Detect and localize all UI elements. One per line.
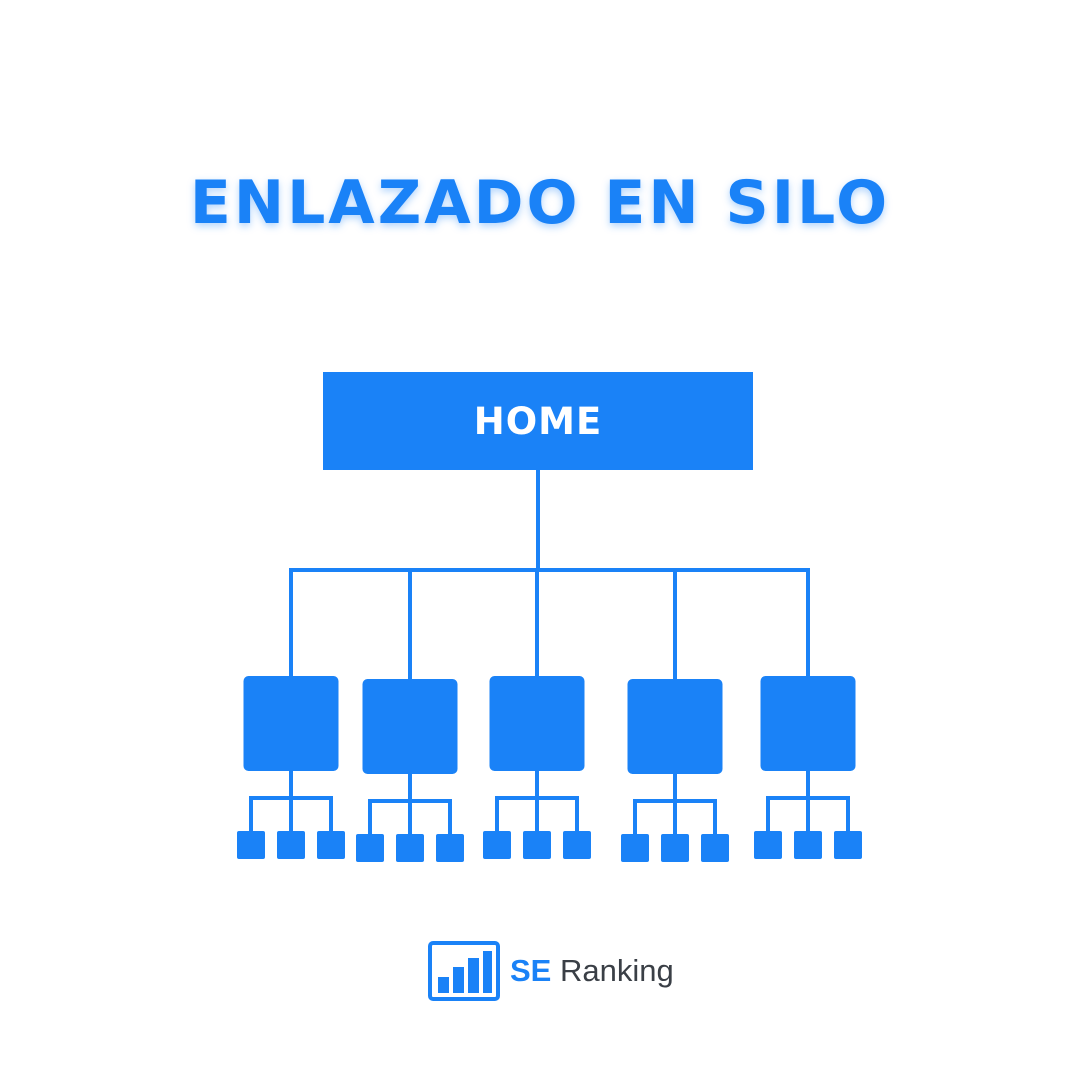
silo-category-node	[362, 679, 458, 774]
bar-chart-logo-icon	[428, 941, 500, 1001]
subpage-node	[754, 831, 782, 859]
subpage-node	[523, 831, 551, 859]
page-title: ENLAZADO EN SILO	[189, 168, 891, 238]
silo-category-node	[760, 676, 856, 771]
subpage-node	[277, 831, 305, 859]
subpage-node	[701, 834, 729, 862]
logo-wordmark: SE Ranking	[510, 941, 674, 1001]
home-label: HOME	[473, 399, 603, 443]
subpage-node	[563, 831, 591, 859]
silo-category-node	[243, 676, 339, 771]
subpage-node	[436, 834, 464, 862]
subpage-node	[483, 831, 511, 859]
subpage-node	[237, 831, 265, 859]
subpage-node	[794, 831, 822, 859]
se-ranking-logo: SE Ranking	[428, 941, 674, 1001]
subpage-node	[621, 834, 649, 862]
silo-category-node	[627, 679, 723, 774]
subpage-node	[396, 834, 424, 862]
subpage-node	[356, 834, 384, 862]
logo-se: SE	[510, 953, 552, 988]
silo-nodes	[237, 676, 862, 862]
connector-lines	[249, 468, 850, 836]
silo-category-node	[489, 676, 585, 771]
subpage-node	[661, 834, 689, 862]
logo-ranking: Ranking	[559, 953, 674, 988]
subpage-node	[834, 831, 862, 859]
subpage-node	[317, 831, 345, 859]
home-node: HOME	[323, 372, 753, 470]
